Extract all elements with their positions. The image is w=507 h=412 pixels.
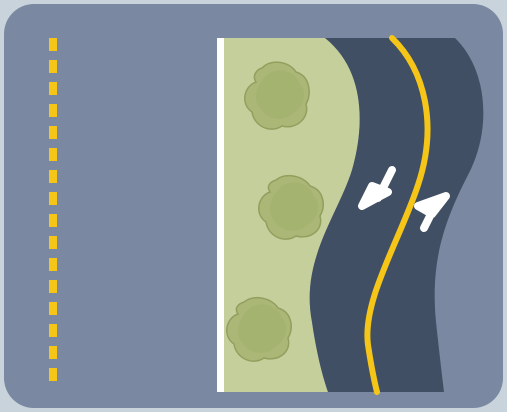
- curb-line: [217, 38, 224, 392]
